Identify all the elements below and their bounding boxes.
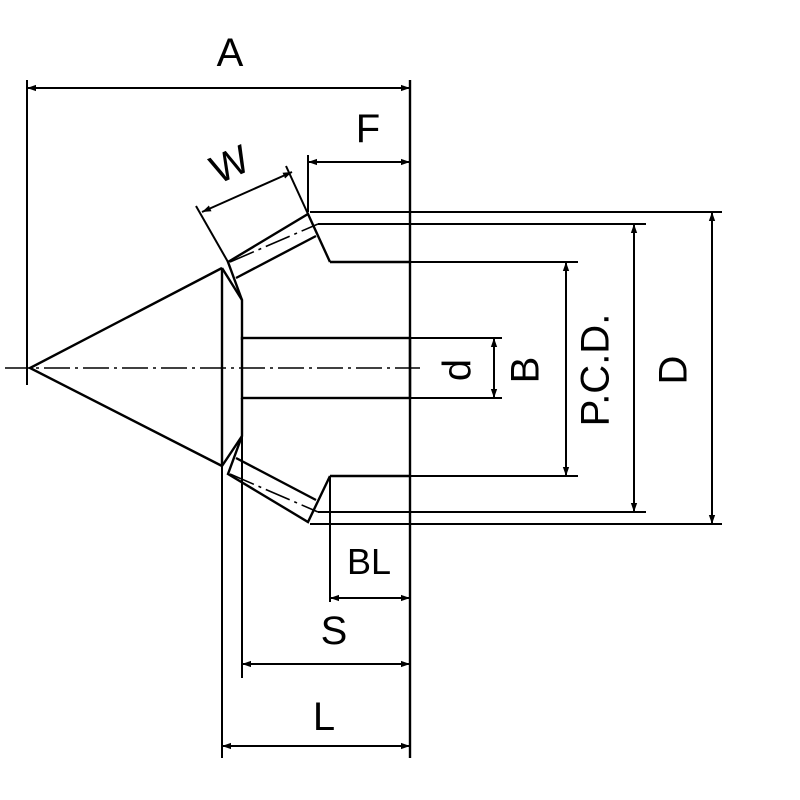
bore-outline: [240, 336, 412, 400]
ext-w-left: [195, 205, 229, 263]
label-PCD: P.C.D.: [574, 314, 618, 427]
label-BL: BL: [347, 541, 391, 582]
upper-tooth-root-line: [235, 234, 317, 280]
dimension-labels: A F W d B P.C.D. D BL S L: [204, 31, 696, 739]
lower-tooth-profile: [226, 435, 332, 524]
label-L: L: [313, 695, 335, 739]
pitch-cone-outline: [27, 266, 223, 468]
lower-tooth-root-line: [235, 456, 317, 502]
label-D: D: [652, 356, 696, 385]
label-d: d: [436, 359, 480, 381]
upper-pitch-centerline: [229, 223, 319, 263]
label-B: B: [504, 357, 548, 384]
label-A: A: [217, 31, 244, 75]
gear-outline: [27, 80, 412, 758]
dim-W: [201, 171, 293, 213]
label-F: F: [356, 107, 380, 151]
lower-back-chamfer: [221, 398, 244, 467]
lower-pitch-centerline: [229, 473, 319, 513]
upper-back-chamfer: [220, 267, 244, 340]
dimension-lines: [27, 84, 716, 750]
extension-lines: [26, 80, 722, 758]
upper-tooth-profile: [226, 212, 332, 301]
label-W: W: [204, 137, 257, 193]
center-lines: [5, 223, 420, 513]
label-S: S: [321, 609, 348, 653]
